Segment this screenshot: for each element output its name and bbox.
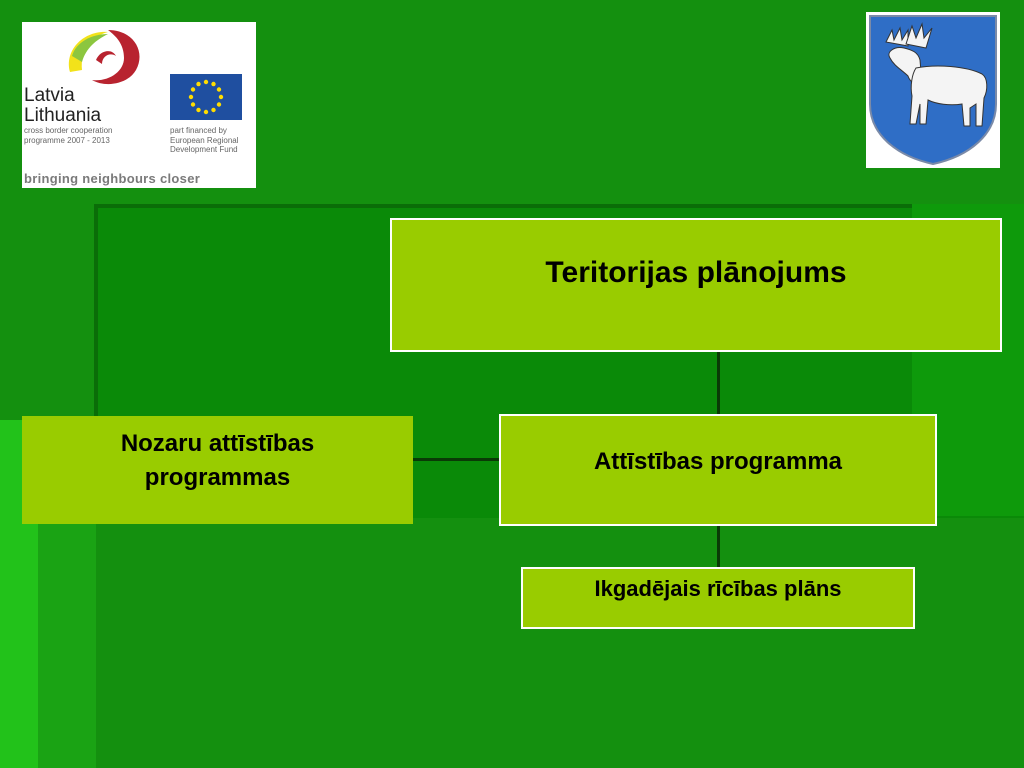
eu-star-icon [196,81,201,87]
eu-star-icon [211,107,216,113]
logo-name-lithuania: Lithuania [24,105,102,126]
eu-star-icon [218,94,224,100]
eu-star-icon [216,87,222,92]
eu-flag-icon [170,74,242,120]
eu-star-icon [203,79,209,85]
coat-of-arms [866,12,1000,168]
connector-line [413,458,499,461]
logo-name-latvia: Latvia [24,85,75,106]
development-programme-label: Attīstības programma [593,448,843,475]
territorial-planning-label: Teritorijas plānojums [545,256,847,289]
eu-star-icon [190,102,196,107]
connector-line [717,526,720,567]
connector-line [717,352,720,414]
swirl-logo-icon [68,30,140,85]
eu-funding-text: part financed by European Regional Devel… [170,126,239,154]
eu-star-icon [196,107,201,113]
logo-tagline: bringing neighbours closer [24,171,201,186]
logo-country-names: Latvia Lithuania [24,86,101,126]
background-strip [38,520,96,768]
programme-logo: Latvia Lithuania cross border cooperatio… [22,22,256,188]
annual-action-plan-label: Ikgadējais rīcības plāns [594,576,842,601]
eu-star-icon [203,109,209,115]
moose-shield-icon [869,15,997,166]
eu-star-icon [216,102,222,107]
eu-star-icon [188,94,194,100]
eu-star-icon [190,87,196,92]
sector-programmes-label: Nozaru attīstības programmas [120,430,315,491]
annual-action-plan-box: Ikgadējais rīcības plāns [521,567,915,629]
sector-programmes-box: Nozaru attīstības programmas [22,416,413,524]
territorial-planning-box: Teritorijas plānojums [390,218,1002,352]
programme-subtitle: cross border cooperation programme 2007 … [24,126,113,145]
development-programme-box: Attīstības programma [499,414,937,526]
eu-star-icon [211,81,216,87]
